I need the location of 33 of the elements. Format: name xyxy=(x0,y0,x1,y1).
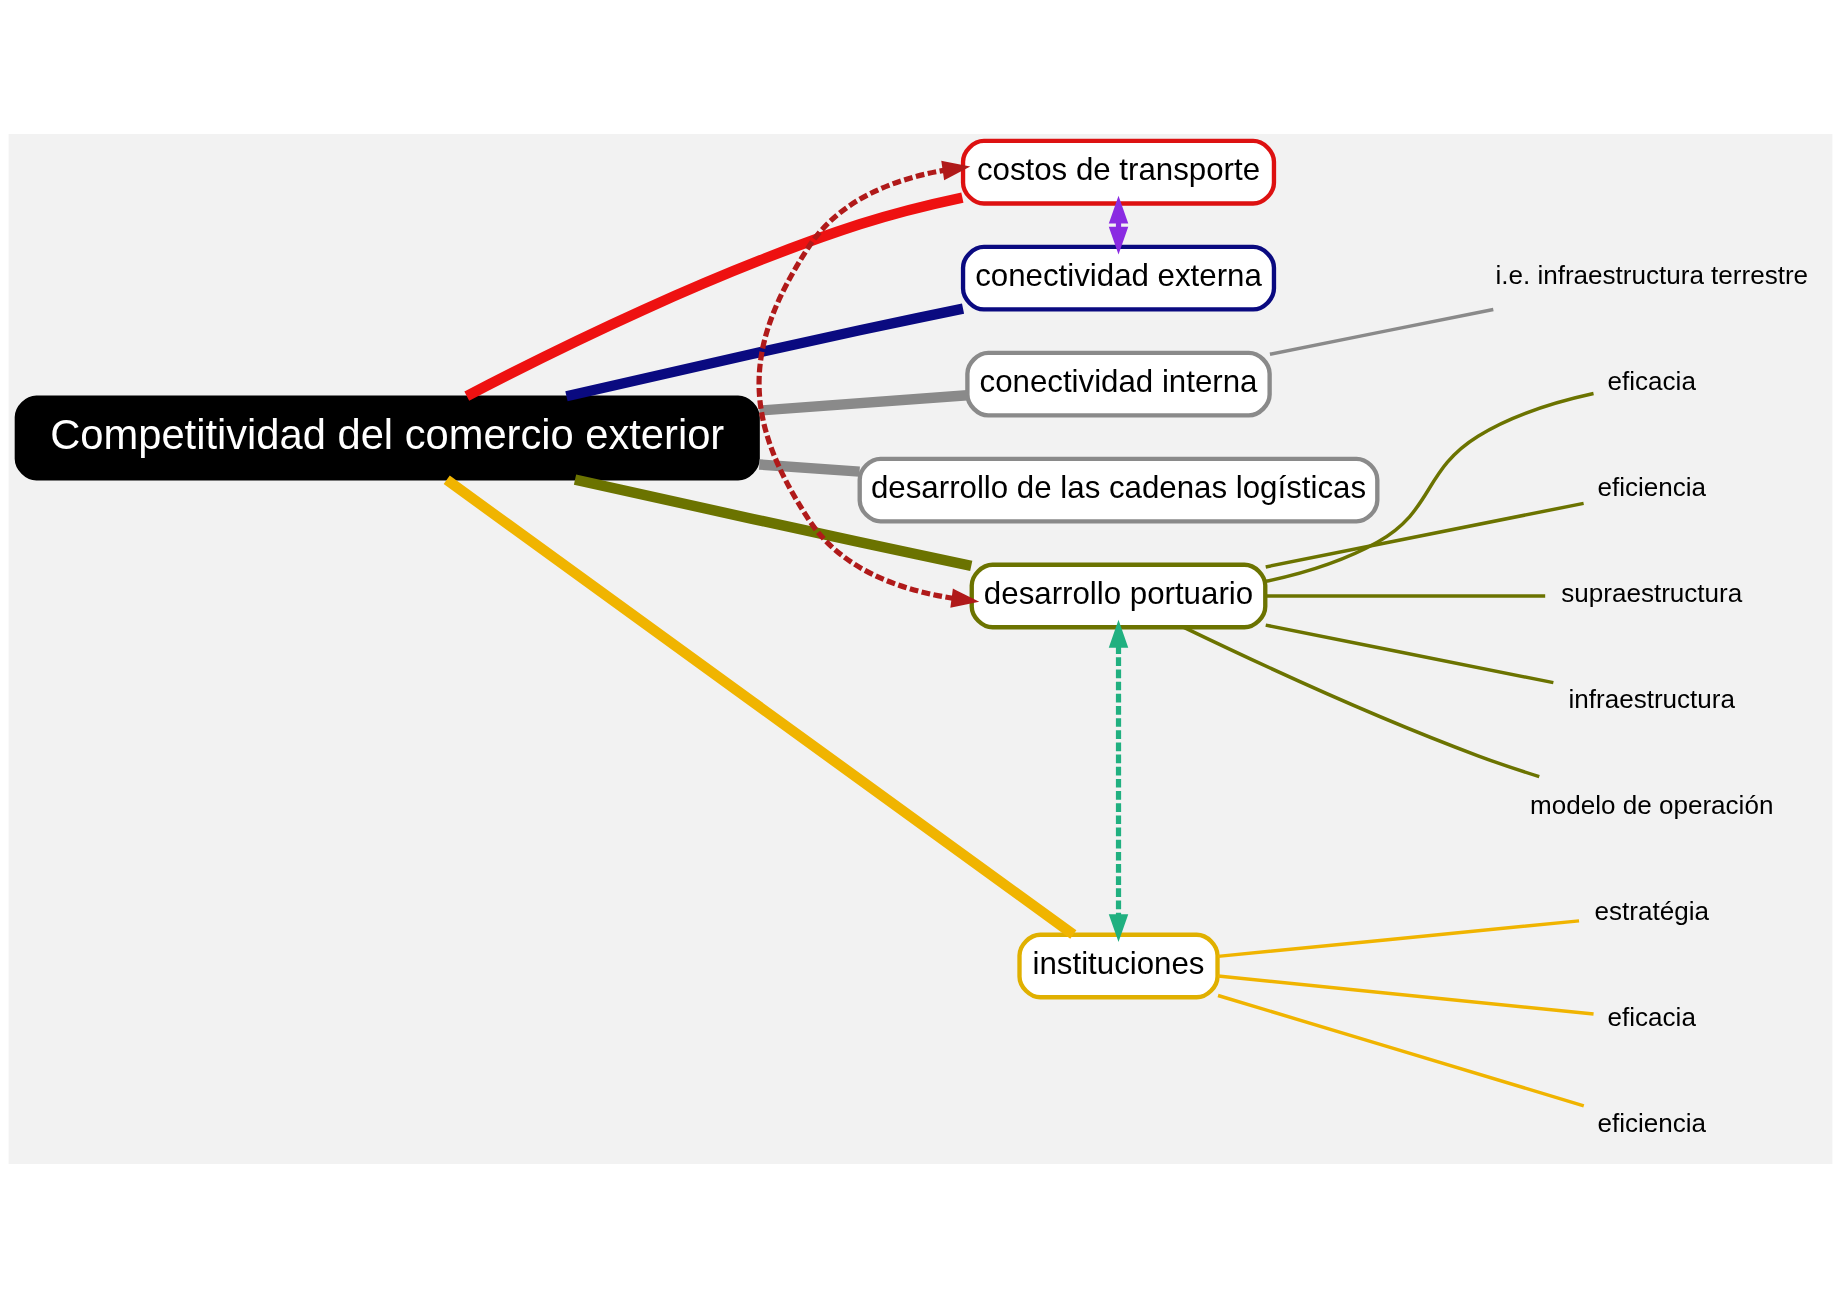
node-text: eficiencia xyxy=(1597,1107,1707,1138)
connector xyxy=(758,459,860,477)
node-text: eficiencia xyxy=(1597,472,1707,503)
node-text: eficacia xyxy=(1607,1001,1696,1032)
connector xyxy=(1217,974,1594,1016)
connector xyxy=(1265,594,1546,598)
node-box: desarrollo de las cadenas logísticas xyxy=(857,456,1380,524)
connector xyxy=(1217,993,1585,1108)
connector xyxy=(758,390,968,416)
connector xyxy=(464,192,964,401)
node-text: i.e. infraestructura terrestre xyxy=(1495,260,1809,291)
connector xyxy=(1265,501,1584,569)
node-box: conectividad interna xyxy=(965,350,1272,418)
connector xyxy=(443,475,1077,939)
node-text: infraestructura xyxy=(1568,684,1735,715)
arrow xyxy=(1108,619,1129,943)
node-text: estratégia xyxy=(1594,895,1709,926)
connector xyxy=(1269,307,1494,356)
node-box: Competitividad del comercio exterior xyxy=(14,395,760,481)
node-box: costos de transporte xyxy=(960,138,1277,206)
connector xyxy=(565,303,965,402)
node-text: modelo de operación xyxy=(1530,790,1774,821)
connector xyxy=(573,474,973,571)
node-box: desarrollo portuario xyxy=(969,562,1268,630)
connector xyxy=(1217,919,1580,959)
node-box: instituciones xyxy=(1017,932,1220,1000)
node-text: eficacia xyxy=(1607,366,1696,397)
connector xyxy=(1265,391,1594,583)
arrow xyxy=(1108,195,1129,255)
node-box: conectividad externa xyxy=(960,244,1277,312)
arrow xyxy=(756,160,980,608)
connector xyxy=(1265,623,1554,685)
node-text: supraestructura xyxy=(1561,578,1743,609)
